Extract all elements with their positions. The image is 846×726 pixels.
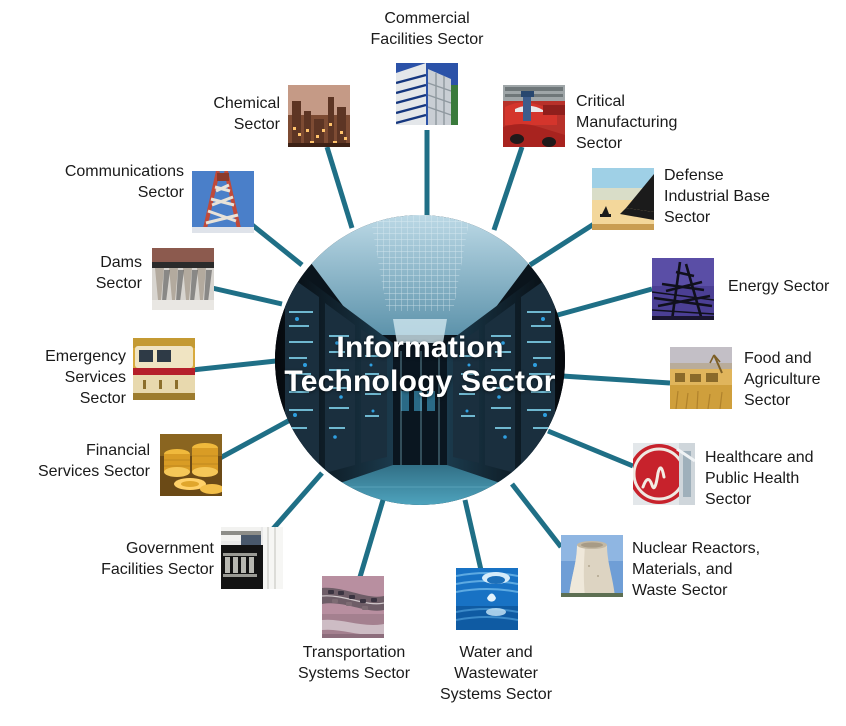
spoke-line-transportation-systems (357, 499, 386, 578)
hub-label: Information Technology Sector (284, 331, 556, 398)
medical-caduceus-sign-thumbnail[interactable] (633, 443, 695, 505)
spoke-line-energy (553, 286, 653, 319)
hub-information-technology-sector[interactable]: Information Technology Sector (275, 215, 565, 505)
highway-traffic-aerial-thumbnail[interactable] (322, 576, 384, 638)
sector-label-commercial-facilities: Commercial Facilities Sector (370, 10, 484, 48)
data-center-server-room-image (275, 215, 565, 505)
sector-label-defense-industrial-base: Defense Industrial Base Sector (664, 167, 770, 226)
sector-label-transportation-systems: Transportation Systems Sector (297, 644, 411, 682)
high-rise-office-building-thumbnail[interactable] (396, 63, 458, 125)
sector-label-emergency-services: Emergency Services Sector (45, 348, 126, 407)
sector-label-nuclear-reactors: Nuclear Reactors, Materials, and Waste S… (632, 540, 761, 599)
spoke-line-emergency-services (191, 358, 277, 373)
dam-spillway-gates-thumbnail[interactable] (152, 248, 214, 310)
stacks-of-gold-coins-thumbnail[interactable] (160, 434, 222, 496)
chemical-refinery-at-dusk-thumbnail[interactable] (288, 85, 350, 147)
sector-label-critical-manufacturing: Critical Manufacturing Sector (576, 93, 678, 152)
spoke-line-water-wastewater (462, 499, 484, 571)
water-droplet-ripple-thumbnail[interactable] (456, 568, 518, 630)
sector-label-chemical: Chemical Sector (213, 95, 280, 133)
electric-transmission-tower-thumbnail[interactable] (652, 258, 714, 320)
automobile-assembly-line-thumbnail[interactable] (503, 85, 565, 147)
ambulance-emergency-vehicle-thumbnail[interactable] (133, 338, 195, 400)
sector-label-food-agriculture: Food and Agriculture Sector (744, 350, 821, 409)
sector-label-financial-services: Financial Services Sector (37, 442, 150, 480)
nuclear-cooling-tower-thumbnail[interactable] (561, 535, 623, 597)
wheat-field-harvest-thumbnail[interactable] (670, 347, 732, 409)
spoke-line-food-agriculture (561, 373, 671, 386)
radio-antenna-tower-thumbnail[interactable] (192, 171, 254, 233)
sector-label-communications: Communications Sector (64, 163, 184, 201)
spoke-line-dams (211, 285, 283, 307)
sector-label-dams: Dams Sector (95, 254, 142, 292)
sector-label-energy: Energy Sector (728, 278, 830, 295)
spoke-line-chemical (324, 146, 355, 229)
sector-label-healthcare-public-health: Healthcare and Public Health Sector (705, 449, 814, 508)
government-building-columns-thumbnail[interactable] (221, 527, 283, 589)
military-aircraft-silhouette-thumbnail[interactable] (592, 168, 654, 230)
sector-label-water-wastewater: Water and Wastewater Systems Sector (439, 644, 553, 703)
sector-label-government-facilities: Government Facilities Sector (101, 540, 214, 578)
